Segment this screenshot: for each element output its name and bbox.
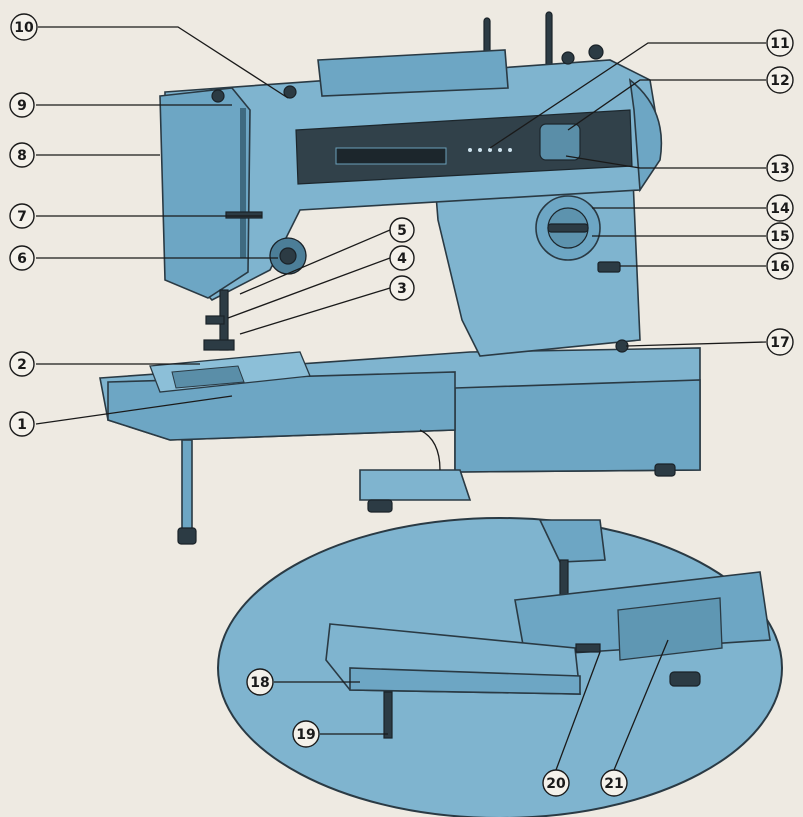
svg-text:19: 19 — [296, 727, 315, 743]
leader-21 — [613, 639, 669, 771]
svg-text:12: 12 — [770, 73, 789, 89]
spool-pin-right — [545, 11, 553, 73]
table-leg-foot — [177, 527, 197, 545]
pattern-indicator-dots — [468, 148, 512, 152]
base-rubber-foot-right — [654, 463, 676, 477]
face-cover — [159, 87, 251, 299]
callout-16: 16 — [766, 252, 794, 280]
presser-foot — [203, 339, 235, 351]
callout-17: 17 — [766, 328, 794, 356]
callout-12: 12 — [766, 66, 794, 94]
callout-2: 2 — [9, 351, 35, 377]
svg-text:7: 7 — [17, 209, 27, 225]
base-foot — [359, 469, 472, 501]
callout-18: 18 — [246, 668, 274, 696]
leader-20 — [555, 651, 601, 771]
inset-base-foot — [669, 671, 701, 687]
leader-10 — [38, 26, 289, 99]
take-up-lever-slot — [240, 108, 246, 258]
leader-17 — [625, 341, 767, 347]
reverse-lever — [597, 261, 621, 273]
callout-11: 11 — [766, 29, 794, 57]
feed-dog-area — [171, 365, 245, 389]
callout-7: 7 — [9, 203, 35, 229]
inset-arm-opening — [617, 597, 723, 661]
handwheel — [628, 78, 663, 193]
needle-clamp-screw — [205, 315, 225, 325]
callout-20: 20 — [542, 769, 570, 797]
svg-text:4: 4 — [397, 251, 407, 267]
callout-9: 9 — [9, 92, 35, 118]
stitch-length-dial-window — [539, 123, 581, 161]
callout-21: 21 — [600, 769, 628, 797]
callouts: 10 9 8 7 6 5 4 3 2 1 11 12 13 14 15 16 1… — [9, 13, 794, 797]
sewing-machine-illustration — [99, 11, 701, 545]
bobbin-winder-stop — [561, 51, 575, 65]
callout-1: 1 — [9, 411, 35, 437]
svg-text:20: 20 — [546, 776, 566, 792]
bobbin-winder-spindle — [283, 85, 297, 99]
svg-text:16: 16 — [770, 259, 789, 275]
inset-table-edge — [349, 667, 581, 695]
callout-4: 4 — [389, 245, 415, 271]
base-rubber-foot — [367, 499, 393, 513]
leader-1 — [35, 395, 233, 425]
leader-13 — [565, 155, 766, 169]
leader-3 — [239, 287, 391, 335]
svg-text:6: 6 — [17, 251, 27, 267]
inset-locating-pin — [575, 643, 601, 653]
inset-head — [538, 519, 606, 563]
svg-text:9: 9 — [17, 98, 27, 114]
callout-5: 5 — [389, 217, 415, 243]
panel-window — [335, 147, 447, 165]
callout-10: 10 — [10, 13, 38, 41]
callout-14: 14 — [766, 194, 794, 222]
svg-text:2: 2 — [17, 357, 27, 373]
callout-6: 6 — [9, 245, 35, 271]
svg-text:3: 3 — [397, 281, 407, 297]
tension-dial-center — [279, 247, 297, 265]
inset-table-leg — [383, 691, 393, 739]
svg-text:11: 11 — [770, 36, 789, 52]
svg-text:18: 18 — [250, 675, 269, 691]
take-up-lever — [225, 211, 263, 219]
leader-5 — [239, 229, 391, 295]
leader-11 — [489, 42, 766, 149]
thread-guide-top — [211, 89, 225, 103]
svg-text:14: 14 — [770, 201, 790, 217]
bobbin-winder-knob — [588, 44, 604, 60]
svg-text:8: 8 — [17, 148, 27, 164]
carrying-handle-recess — [317, 49, 509, 97]
leader-4 — [227, 257, 391, 319]
svg-text:15: 15 — [770, 229, 789, 245]
callout-3: 3 — [389, 275, 415, 301]
svg-text:10: 10 — [14, 20, 34, 36]
free-arm-edge — [419, 429, 441, 471]
svg-text:1: 1 — [17, 417, 27, 433]
leader-lines — [35, 26, 767, 771]
svg-text:17: 17 — [770, 335, 789, 351]
svg-text:21: 21 — [604, 776, 623, 792]
pattern-selector-grip — [547, 223, 589, 233]
bed-front-panel — [454, 379, 701, 473]
inset-detail — [217, 517, 783, 817]
leader-12 — [567, 79, 766, 131]
callout-13: 13 — [766, 154, 794, 182]
callout-15: 15 — [766, 222, 794, 250]
callout-8: 8 — [9, 142, 35, 168]
callout-19: 19 — [292, 720, 320, 748]
table-leg — [181, 439, 193, 533]
svg-text:5: 5 — [397, 223, 407, 239]
svg-text:13: 13 — [770, 161, 789, 177]
